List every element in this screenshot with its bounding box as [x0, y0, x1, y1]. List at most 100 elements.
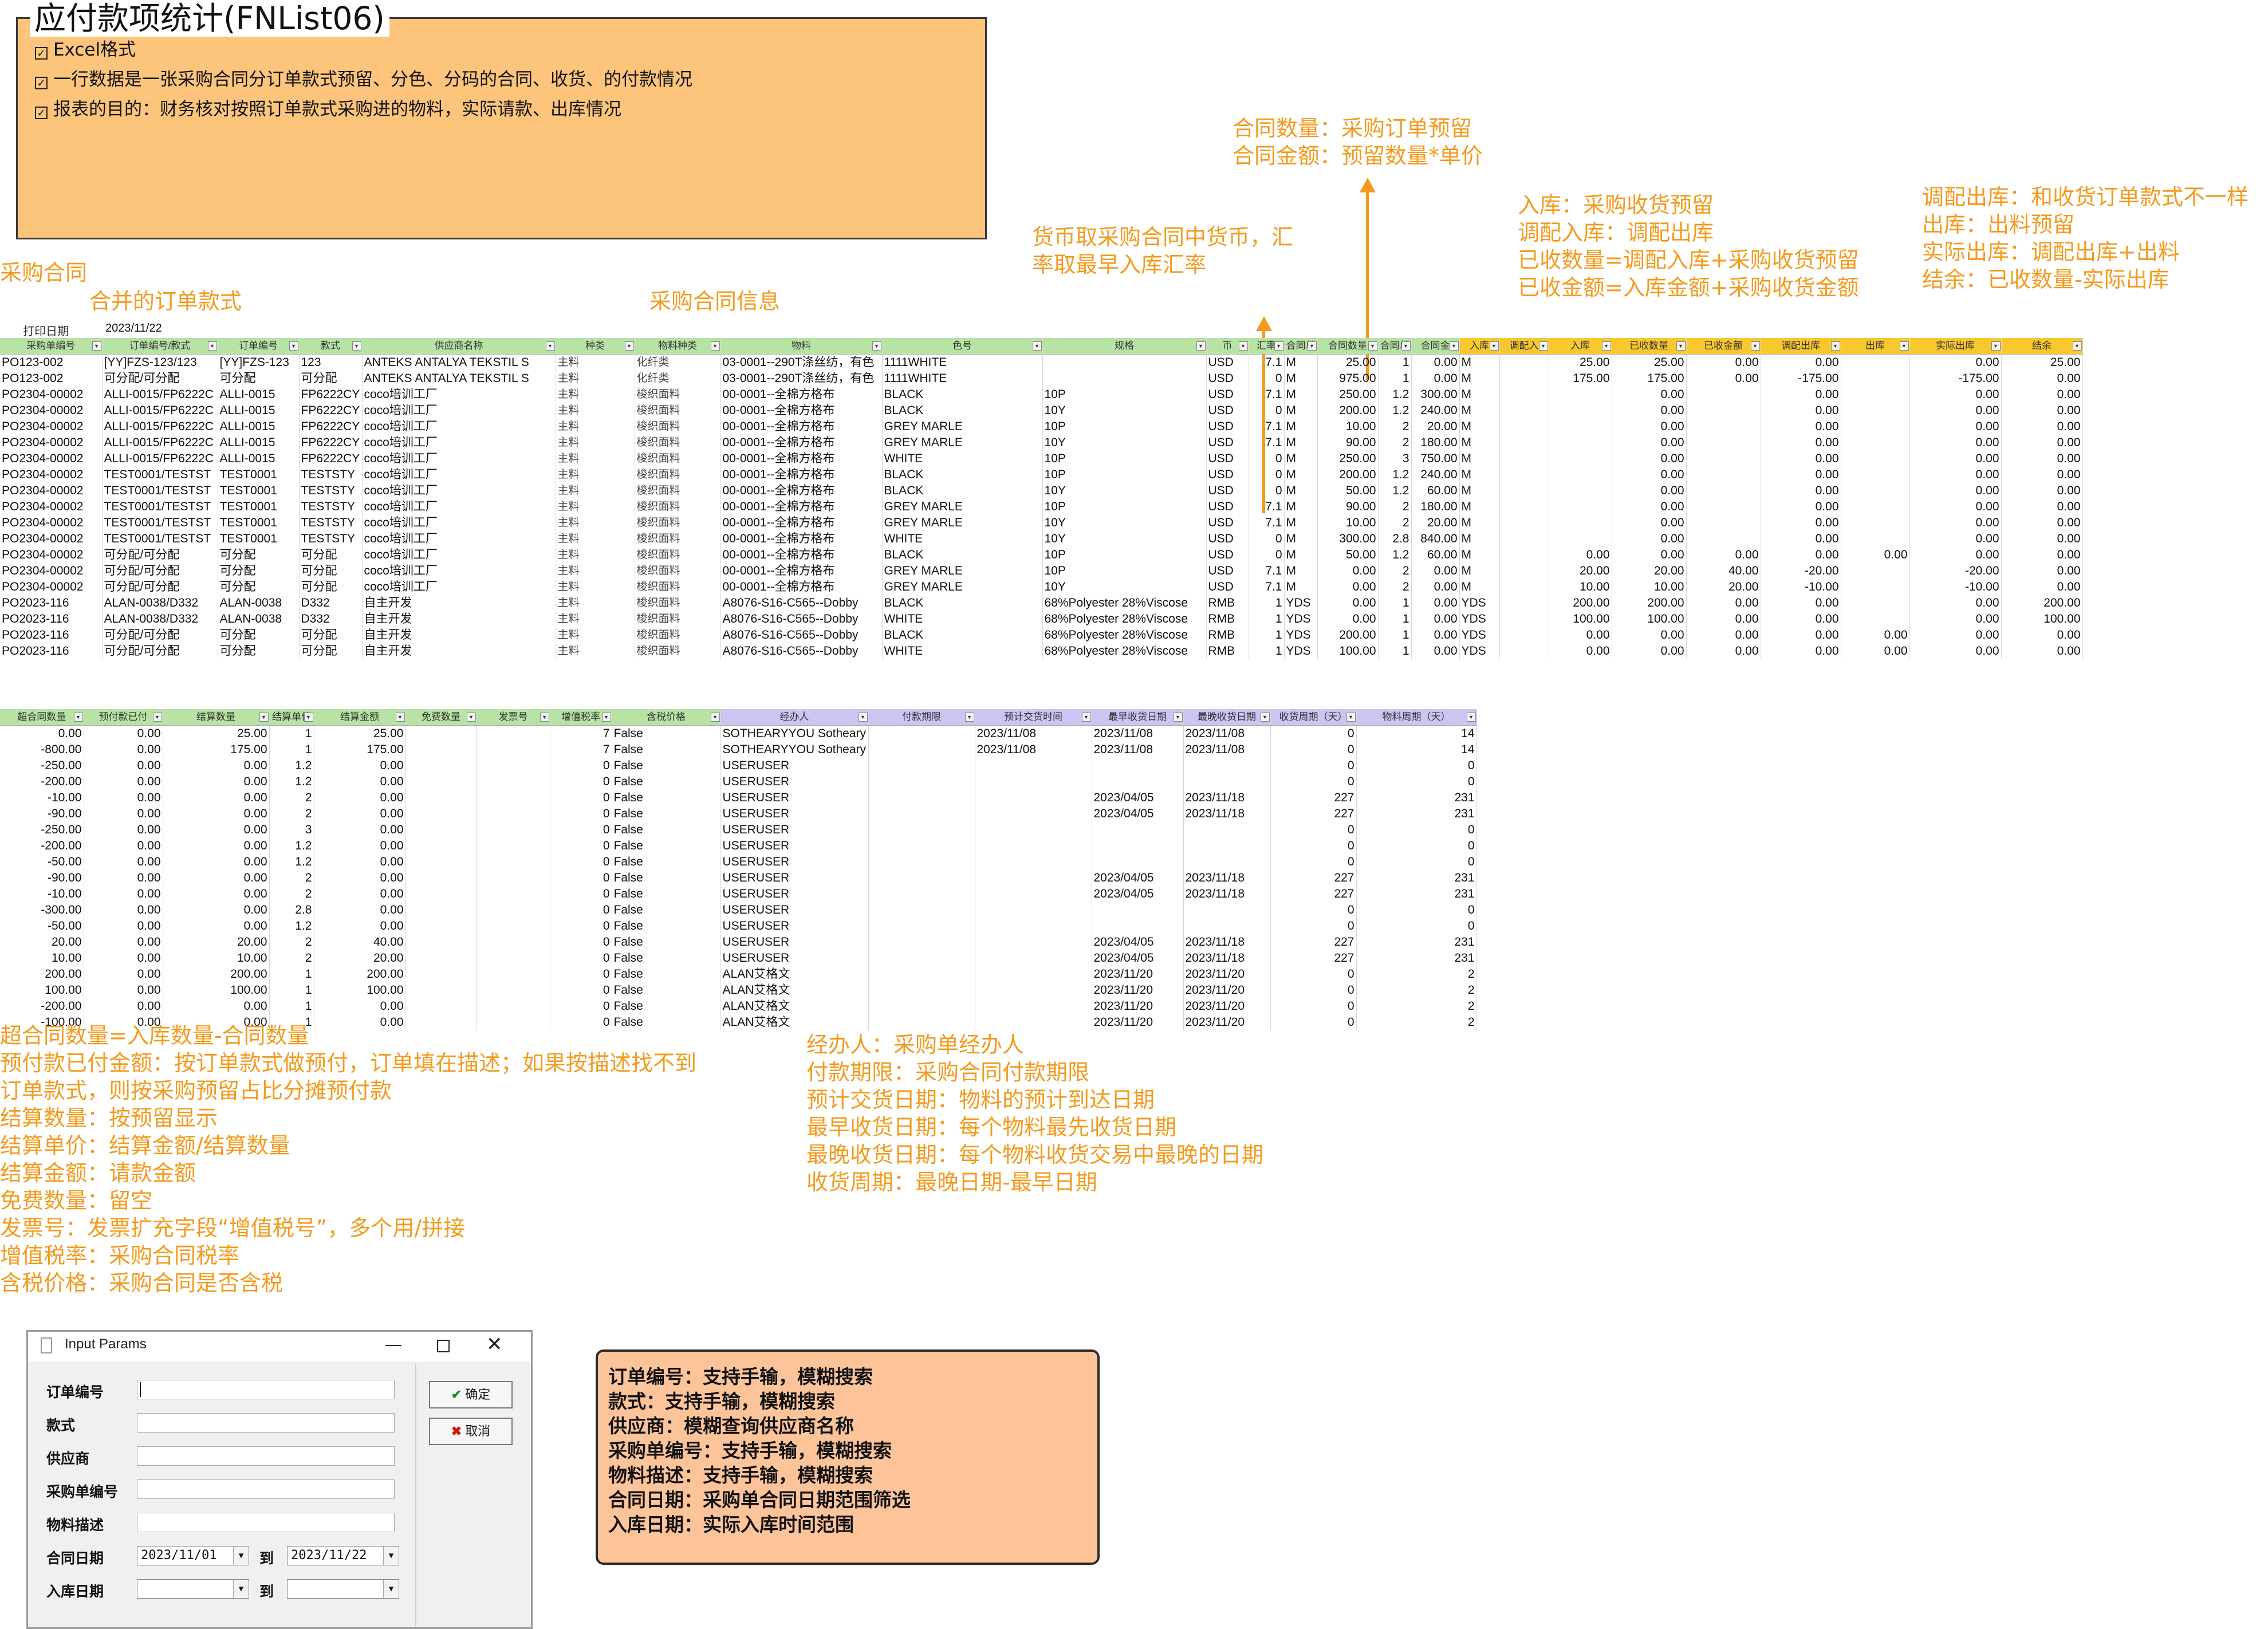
supplier-input[interactable]	[137, 1446, 395, 1466]
filter-dropdown-icon[interactable]: ▼	[152, 713, 162, 722]
column-header[interactable]: 物料周期（天）▼	[1356, 709, 1477, 726]
close-icon[interactable]: ✕	[486, 1333, 503, 1355]
column-header[interactable]: 调配入▼	[1499, 338, 1549, 355]
filter-dropdown-icon[interactable]: ▼	[1991, 341, 2001, 351]
filter-dropdown-icon[interactable]: ▼	[289, 341, 298, 351]
column-header[interactable]: 规格▼	[1042, 338, 1207, 355]
contract-date-from-picker[interactable]: 2023/11/01▼	[137, 1546, 249, 1565]
column-header[interactable]: 调配出库▼	[1761, 338, 1841, 355]
minimize-icon[interactable]: —	[385, 1335, 401, 1353]
filter-dropdown-icon[interactable]: ▼	[1274, 341, 1283, 351]
filter-dropdown-icon[interactable]: ▼	[1401, 341, 1411, 351]
column-header[interactable]: 超合同数量▼	[0, 709, 84, 726]
filter-dropdown-icon[interactable]: ▼	[601, 713, 611, 722]
cancel-button[interactable]: ✖取消	[429, 1418, 513, 1445]
ok-button[interactable]: ✔确定	[429, 1381, 513, 1408]
inbound-date-from-picker[interactable]: ▼	[137, 1579, 249, 1599]
column-header[interactable]: 收货周期（天）▼	[1270, 709, 1357, 726]
filter-dropdown-icon[interactable]: ▼	[540, 713, 549, 722]
filter-dropdown-icon[interactable]: ▼	[1601, 341, 1611, 351]
filter-dropdown-icon[interactable]: ▼	[872, 341, 881, 351]
column-header[interactable]: 采购单编号▼	[0, 338, 103, 355]
column-header[interactable]: 物料▼	[720, 338, 883, 355]
filter-dropdown-icon[interactable]: ▼	[1449, 341, 1459, 351]
column-header[interactable]: 出库▼	[1841, 338, 1910, 355]
column-header[interactable]: 付款期限▼	[868, 709, 975, 726]
filter-dropdown-icon[interactable]: ▼	[1260, 713, 1270, 722]
filter-dropdown-icon[interactable]: ▼	[1830, 341, 1840, 351]
filter-dropdown-icon[interactable]: ▼	[710, 713, 720, 722]
column-header[interactable]: 币▼	[1206, 338, 1249, 355]
column-header[interactable]: 款式▼	[299, 338, 363, 355]
column-header[interactable]: 预付款已付▼	[84, 709, 163, 726]
column-header[interactable]: 已收金额▼	[1686, 338, 1761, 355]
filter-dropdown-icon[interactable]: ▼	[1368, 341, 1377, 351]
dropdown-arrow-icon[interactable]: ▼	[233, 1547, 249, 1565]
filter-dropdown-icon[interactable]: ▼	[1081, 713, 1091, 722]
column-header[interactable]: 合同单▼	[1284, 338, 1318, 355]
column-header[interactable]: 供应商名称▼	[362, 338, 556, 355]
filter-dropdown-icon[interactable]: ▼	[395, 713, 405, 722]
filter-dropdown-icon[interactable]: ▼	[207, 341, 217, 351]
column-header[interactable]: 结算单价▼	[269, 709, 314, 726]
dropdown-arrow-icon[interactable]: ▼	[383, 1547, 399, 1565]
filter-dropdown-icon[interactable]: ▼	[304, 713, 313, 722]
po-no-input[interactable]	[137, 1480, 395, 1499]
column-header[interactable]: 订单编号/款式▼	[102, 338, 218, 355]
dropdown-arrow-icon[interactable]: ▼	[233, 1580, 249, 1598]
column-header[interactable]: 色号▼	[882, 338, 1043, 355]
column-header[interactable]: 汇率▼	[1249, 338, 1285, 355]
filter-dropdown-icon[interactable]: ▼	[352, 341, 361, 351]
filter-dropdown-icon[interactable]: ▼	[2072, 341, 2082, 351]
filter-dropdown-icon[interactable]: ▼	[1899, 341, 1909, 351]
inbound-date-to-picker[interactable]: ▼	[287, 1579, 399, 1599]
material-desc-input[interactable]	[137, 1513, 395, 1532]
column-header[interactable]: 最早收货日期▼	[1092, 709, 1184, 726]
column-header[interactable]: 结算数量▼	[163, 709, 270, 726]
filter-dropdown-icon[interactable]: ▼	[545, 341, 555, 351]
column-header[interactable]: 含税价格▼	[612, 709, 721, 726]
column-header[interactable]: 入库▼	[1549, 338, 1612, 355]
column-header[interactable]: 物料种类▼	[635, 338, 721, 355]
filter-dropdown-icon[interactable]: ▼	[1750, 341, 1760, 351]
filter-dropdown-icon[interactable]: ▼	[1489, 341, 1499, 351]
column-header[interactable]: 已收数量▼	[1612, 338, 1687, 355]
column-header[interactable]: 合同单▼	[1378, 338, 1412, 355]
filter-dropdown-icon[interactable]: ▼	[1196, 341, 1206, 351]
column-header[interactable]: 预计交货时间▼	[975, 709, 1092, 726]
column-header[interactable]: 最晚收货日期▼	[1183, 709, 1271, 726]
column-header[interactable]: 增值税率▼	[550, 709, 612, 726]
dropdown-arrow-icon[interactable]: ▼	[383, 1580, 399, 1598]
filter-dropdown-icon[interactable]: ▼	[624, 341, 634, 351]
column-header[interactable]: 经办人▼	[720, 709, 869, 726]
filter-dropdown-icon[interactable]: ▼	[73, 713, 83, 722]
filter-dropdown-icon[interactable]: ▼	[964, 713, 974, 722]
filter-dropdown-icon[interactable]: ▼	[1238, 341, 1248, 351]
column-header[interactable]: 实际出库▼	[1909, 338, 2002, 355]
column-header[interactable]: 发票号▼	[477, 709, 550, 726]
contract-date-to-picker[interactable]: 2023/11/22▼	[287, 1546, 399, 1565]
filter-dropdown-icon[interactable]: ▼	[1346, 713, 1356, 722]
column-header[interactable]: 入库▼	[1459, 338, 1500, 355]
column-header[interactable]: 合同数量▼	[1317, 338, 1379, 355]
column-header[interactable]: 合同金▼	[1411, 338, 1460, 355]
maximize-icon[interactable]	[437, 1340, 450, 1352]
column-header[interactable]: 免费数量▼	[405, 709, 477, 726]
column-header[interactable]: 结余▼	[2001, 338, 2083, 355]
filter-dropdown-icon[interactable]: ▼	[710, 341, 720, 351]
filter-dropdown-icon[interactable]: ▼	[466, 713, 476, 722]
style-input[interactable]	[137, 1413, 395, 1433]
filter-dropdown-icon[interactable]: ▼	[1032, 341, 1042, 351]
filter-dropdown-icon[interactable]: ▼	[92, 341, 101, 351]
filter-dropdown-icon[interactable]: ▼	[1538, 341, 1548, 351]
filter-dropdown-icon[interactable]: ▼	[1466, 713, 1476, 722]
filter-dropdown-icon[interactable]: ▼	[1173, 713, 1183, 722]
filter-dropdown-icon[interactable]: ▼	[1676, 341, 1686, 351]
filter-dropdown-icon[interactable]: ▼	[1307, 341, 1317, 351]
order-no-input[interactable]	[137, 1380, 395, 1399]
filter-dropdown-icon[interactable]: ▼	[858, 713, 868, 722]
column-header[interactable]: 结算金额▼	[314, 709, 406, 726]
dialog-titlebar[interactable]: Input Params — ✕	[28, 1332, 531, 1362]
column-header[interactable]: 种类▼	[556, 338, 635, 355]
column-header[interactable]: 订单编号▼	[218, 338, 300, 355]
